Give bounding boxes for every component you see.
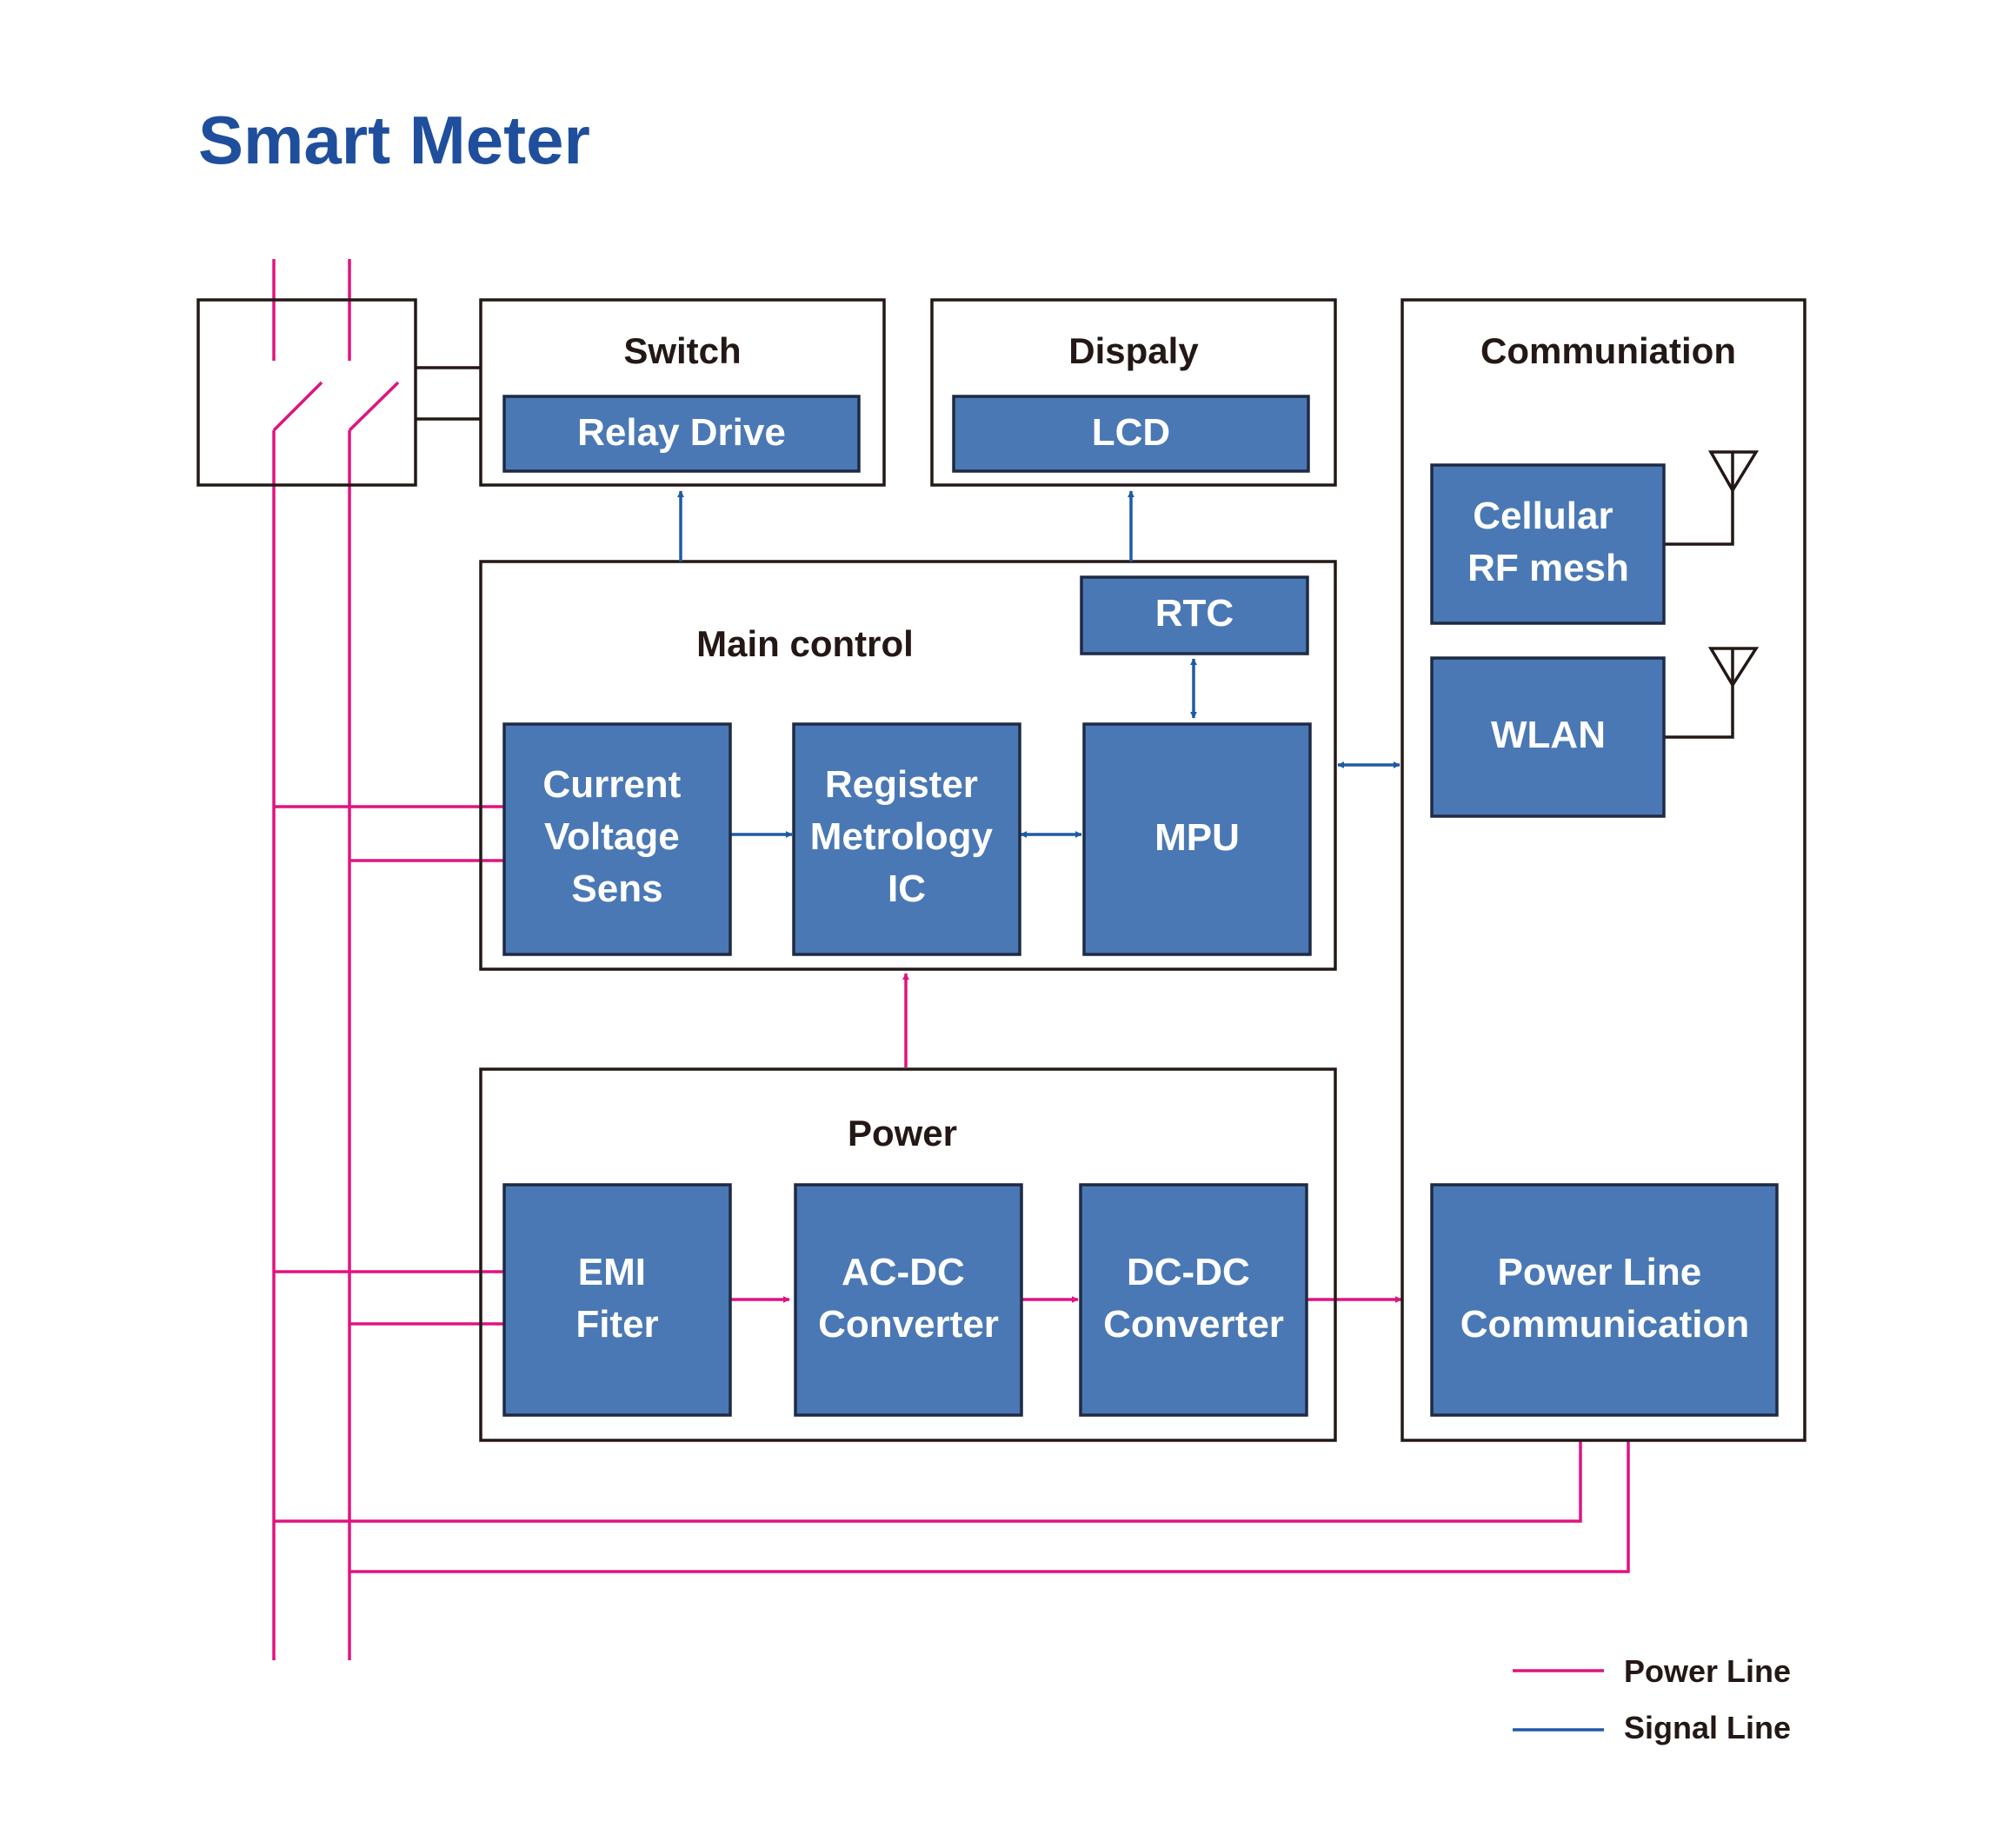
- svg-text:Current Voltage Se: Current Voltage Sens: [542, 763, 691, 910]
- current-voltage-sens-block: Current Voltage Sens: [502, 722, 732, 956]
- power-frame: [479, 1067, 1337, 1442]
- main-control-frame: [479, 560, 1337, 971]
- power-arrows: [730, 973, 1402, 1303]
- communication-frame: [1401, 298, 1806, 1442]
- legend: Power Line Signal Line: [1513, 1653, 1791, 1745]
- power-group-label: Power: [848, 1113, 957, 1153]
- dc-dc-label-line1: DC-DC: [1127, 1251, 1250, 1293]
- svg-text:Register Metrology: Register Metrology IC: [810, 763, 1003, 910]
- relay-drive-label: Relay Drive: [577, 411, 786, 454]
- current-sens-label-line3: Sens: [571, 867, 662, 910]
- plc-label-line1: Power Line: [1498, 1251, 1702, 1293]
- signal-arrows: [677, 490, 1401, 838]
- current-sens-label-line1: Current: [542, 763, 681, 806]
- legend-power-line-label: Power Line: [1624, 1653, 1791, 1689]
- emi-filter-label-line1: EMI: [578, 1251, 646, 1293]
- breaker-switch-links: [416, 366, 481, 421]
- mpu-label: MPU: [1154, 816, 1240, 859]
- antenna-icon: [1663, 647, 1760, 739]
- svg-text:LCD: LCD: [1092, 411, 1170, 454]
- plc-label-line2: Communication: [1460, 1303, 1749, 1346]
- ac-dc-label-line1: AC-DC: [842, 1251, 965, 1293]
- emi-filter-block: EMI Fiter: [502, 1183, 732, 1417]
- page-title: Smart Meter: [198, 102, 590, 178]
- svg-text:RTC: RTC: [1155, 592, 1234, 635]
- main-control-group-label: Main control: [696, 623, 914, 664]
- cellular-label-line2: RF mesh: [1467, 547, 1629, 589]
- register-ic-label-line3: IC: [888, 867, 926, 910]
- cellular-label-line1: Cellular: [1473, 495, 1613, 537]
- mpu-block: MPU: [1082, 722, 1312, 956]
- relay-drive-block: Relay Drive: [502, 395, 861, 473]
- svg-text:AC-DC Converter: AC-DC Converter: [818, 1251, 999, 1346]
- display-group-label: Dispaly: [1068, 330, 1199, 371]
- wlan-label: WLAN: [1491, 714, 1606, 756]
- breaker-frame: [196, 298, 417, 487]
- dc-dc-label-line2: Converter: [1103, 1303, 1284, 1346]
- svg-text:DC-DC Converter: DC-DC Converter: [1103, 1251, 1284, 1346]
- rtc-label: RTC: [1155, 592, 1234, 635]
- current-sens-label-line2: Voltage: [544, 815, 680, 858]
- power-line-communication-block: Power Line Communication: [1430, 1183, 1779, 1417]
- svg-text:WLAN: WLAN: [1491, 714, 1606, 756]
- register-ic-label-line1: Register: [825, 763, 978, 806]
- switch-group-label: Switch: [623, 330, 741, 371]
- lcd-block: LCD: [952, 395, 1310, 473]
- power-lines: [272, 259, 1630, 1660]
- svg-text:Relay Drive: Relay Drive: [577, 411, 786, 454]
- svg-text:Power Line Communication: Power Line Communication: [1460, 1251, 1749, 1346]
- ac-dc-converter-block: AC-DC Converter: [794, 1183, 1023, 1417]
- rtc-block: RTC: [1080, 575, 1309, 655]
- cellular-block: Cellular RF mesh: [1430, 463, 1666, 625]
- register-ic-label-line2: Metrology: [810, 815, 994, 858]
- dc-dc-converter-block: DC-DC Converter: [1079, 1183, 1308, 1417]
- display-frame: [930, 298, 1337, 487]
- register-metrology-ic-block: Register Metrology IC: [792, 722, 1021, 956]
- svg-text:EMI Fiter: EMI Fiter: [576, 1251, 658, 1346]
- svg-text:Cellular RF mesh: Cellular RF mesh: [1467, 495, 1629, 589]
- communication-group-label: Communiation: [1480, 330, 1736, 371]
- wlan-block: WLAN: [1430, 656, 1666, 818]
- legend-signal-line-label: Signal Line: [1624, 1710, 1791, 1745]
- antenna-icon: [1663, 450, 1760, 546]
- emi-filter-label-line2: Fiter: [576, 1303, 658, 1346]
- switch-frame: [479, 298, 886, 487]
- ac-dc-label-line2: Converter: [818, 1303, 999, 1346]
- svg-text:MPU: MPU: [1154, 816, 1240, 859]
- lcd-label: LCD: [1092, 411, 1170, 454]
